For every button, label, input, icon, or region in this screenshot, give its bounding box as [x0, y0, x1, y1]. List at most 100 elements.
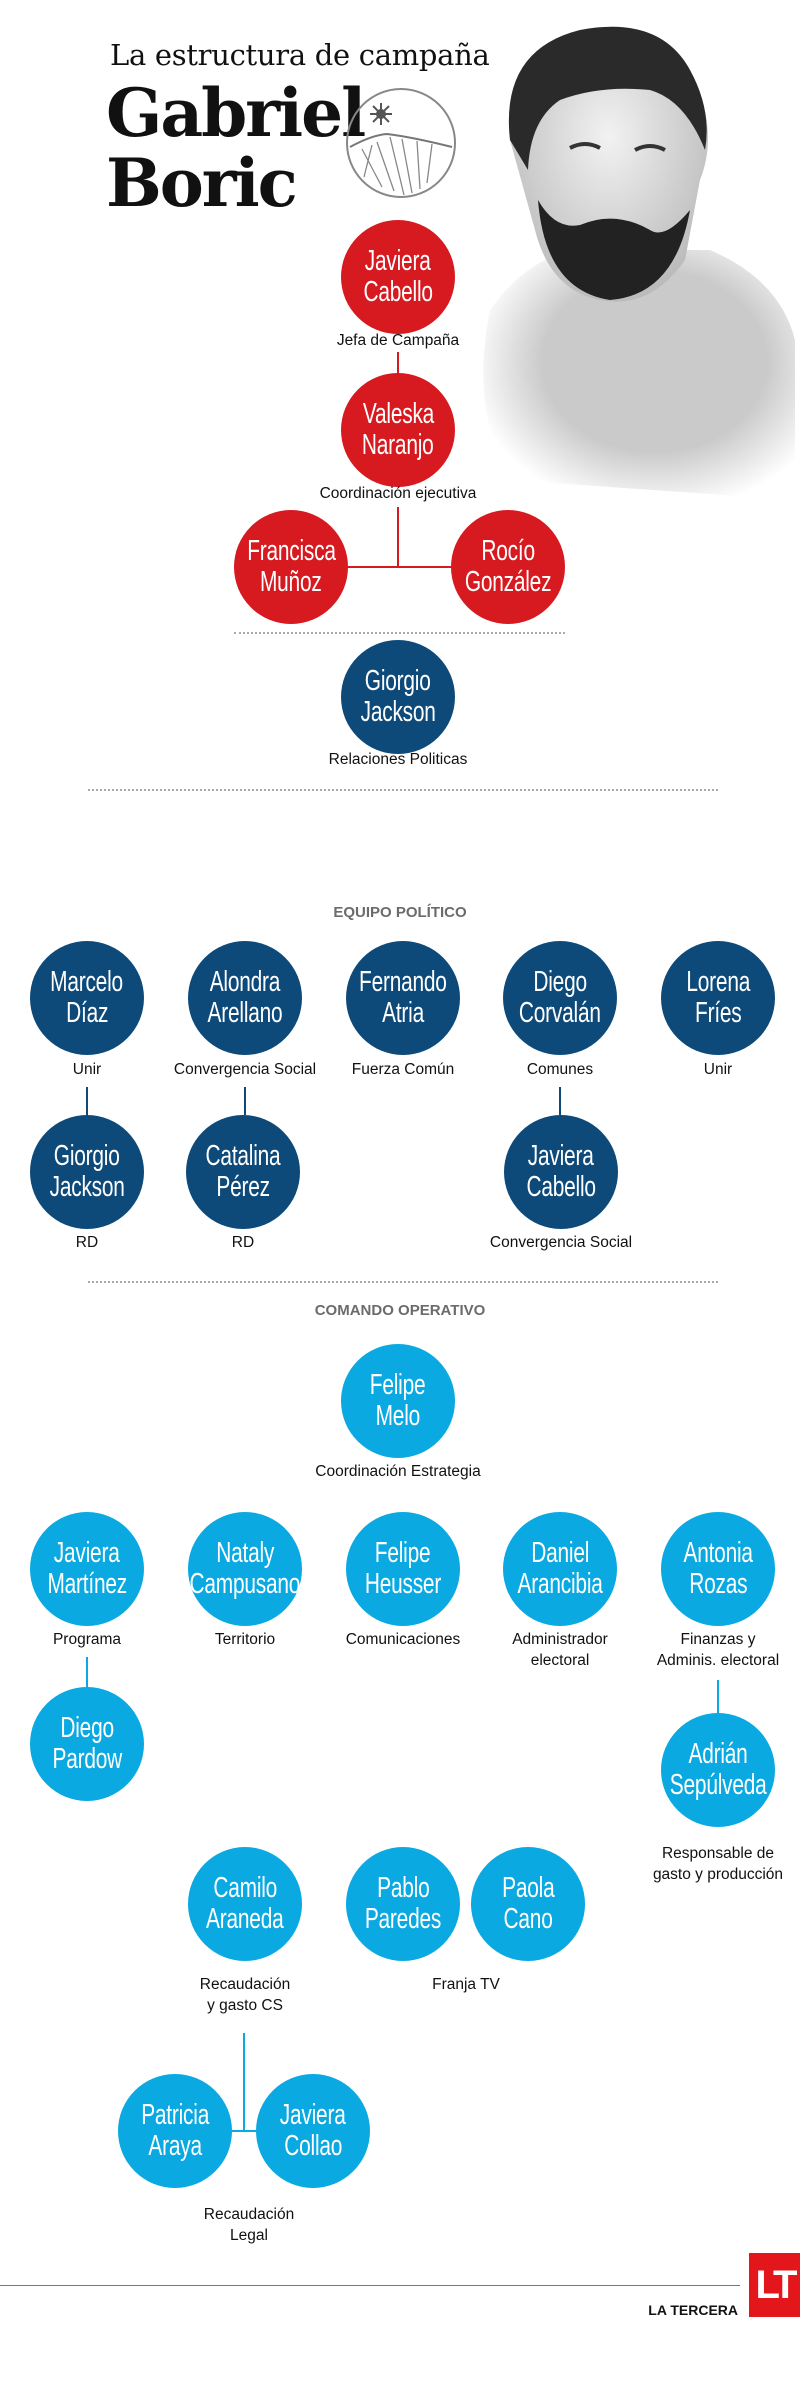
person-name-line: Cabello [526, 1171, 596, 1203]
shared-role: Franja TV [346, 1974, 586, 1995]
role-line: Fuerza Común [351, 1061, 455, 1078]
person-role: RD [0, 1232, 207, 1253]
person-role: Convergencia Social [441, 1232, 681, 1253]
person-name-line: Antonia [683, 1537, 753, 1569]
connector-line [340, 566, 452, 568]
person-name-line: Javiera [365, 245, 431, 277]
person-name-line: González [464, 566, 552, 598]
person-name-line: Catalina [205, 1140, 281, 1172]
person-role: Programa [0, 1629, 207, 1650]
connector-line [86, 1087, 88, 1115]
person-role: Relaciones Politicas [278, 749, 518, 770]
divider [234, 632, 565, 634]
campaign-logo-icon [346, 88, 456, 198]
person-name-line: Giorgio [365, 665, 431, 697]
person-name-line: Fernando [359, 966, 447, 998]
person-name-line: Pablo [376, 1872, 430, 1904]
la-tercera-logo: LT [749, 2253, 800, 2317]
person-role: Territorio [125, 1629, 365, 1650]
brand-name: LA TERCERA [648, 2302, 738, 2318]
role-line: Comunicaciones [345, 1631, 461, 1648]
person-name-line: Fríes [694, 997, 742, 1029]
role-line: Convergencia Social [173, 1061, 317, 1078]
person-name-line: Sepúlveda [669, 1769, 767, 1801]
role-line: Finanzas y [680, 1631, 756, 1648]
connector-line [244, 1087, 246, 1115]
role-line: Jefa de Campaña [336, 332, 460, 349]
role-line: Adminis. electoral [656, 1652, 780, 1669]
person-name-line: Melo [375, 1400, 421, 1432]
person-name-line: Javiera [528, 1140, 594, 1172]
candidate-portrait-icon [483, 26, 795, 500]
person-name-line: Francisca [246, 535, 336, 567]
person-name-line: Cabello [363, 276, 433, 308]
title-last-name: Boric [106, 144, 298, 222]
role-line: Convergencia Social [489, 1234, 633, 1251]
person-name-line: Adrián [688, 1738, 748, 1770]
kicker-title: La estructura de campaña [110, 38, 490, 72]
person-name-line: Lorena [686, 966, 750, 998]
person-role: Unir [0, 1059, 207, 1080]
person-name-line: Rocío [481, 535, 535, 567]
person-name-line: Pérez [216, 1171, 270, 1203]
role-line: electoral [530, 1652, 590, 1669]
person-role: Coordinación ejecutiva [278, 483, 518, 504]
person-role: Comunes [440, 1059, 680, 1080]
section-title-equipo-politico: EQUIPO POLÍTICO [333, 904, 467, 921]
person-name-line: Heusser [364, 1568, 442, 1600]
role-line: Recaudación [199, 1976, 291, 1993]
title-first-name: Gabriel [106, 74, 366, 152]
person-name-line: Díaz [65, 997, 109, 1029]
person-name-line: Atria [382, 997, 424, 1029]
role-line: Comunes [526, 1061, 594, 1078]
role-line: Franja TV [432, 1976, 500, 1993]
person-name-line: Collao [284, 2130, 342, 2162]
divider [88, 1281, 718, 1283]
person-role: Comunicaciones [283, 1629, 523, 1650]
connector-line [717, 1680, 719, 1714]
person-name-line: Camilo [213, 1872, 277, 1904]
role-line: RD [75, 1234, 99, 1251]
person-name-line: Nataly [216, 1537, 274, 1569]
role-line: Responsable de [661, 1845, 775, 1862]
person-name-line: Araneda [206, 1903, 284, 1935]
role-line: Coordinación ejecutiva [319, 485, 477, 502]
connector-line [228, 2130, 262, 2132]
connector-line [86, 1657, 88, 1687]
connector-line [559, 1087, 561, 1115]
person-name-line: Alondra [209, 966, 281, 998]
person-name-line: Arancibia [517, 1568, 603, 1600]
role-line: RD [231, 1234, 255, 1251]
person-role: Convergencia Social [125, 1059, 365, 1080]
divider [88, 789, 718, 791]
role-line: Legal [230, 2227, 268, 2244]
person-name-line: Jackson [49, 1171, 125, 1203]
role-line: Territorio [214, 1631, 276, 1648]
person-name-line: Araya [148, 2130, 202, 2162]
person-name-line: Felipe [370, 1369, 426, 1401]
person-name-line: Giorgio [54, 1140, 120, 1172]
person-name-line: Javiera [280, 2099, 346, 2131]
role-line: Unir [703, 1061, 733, 1078]
